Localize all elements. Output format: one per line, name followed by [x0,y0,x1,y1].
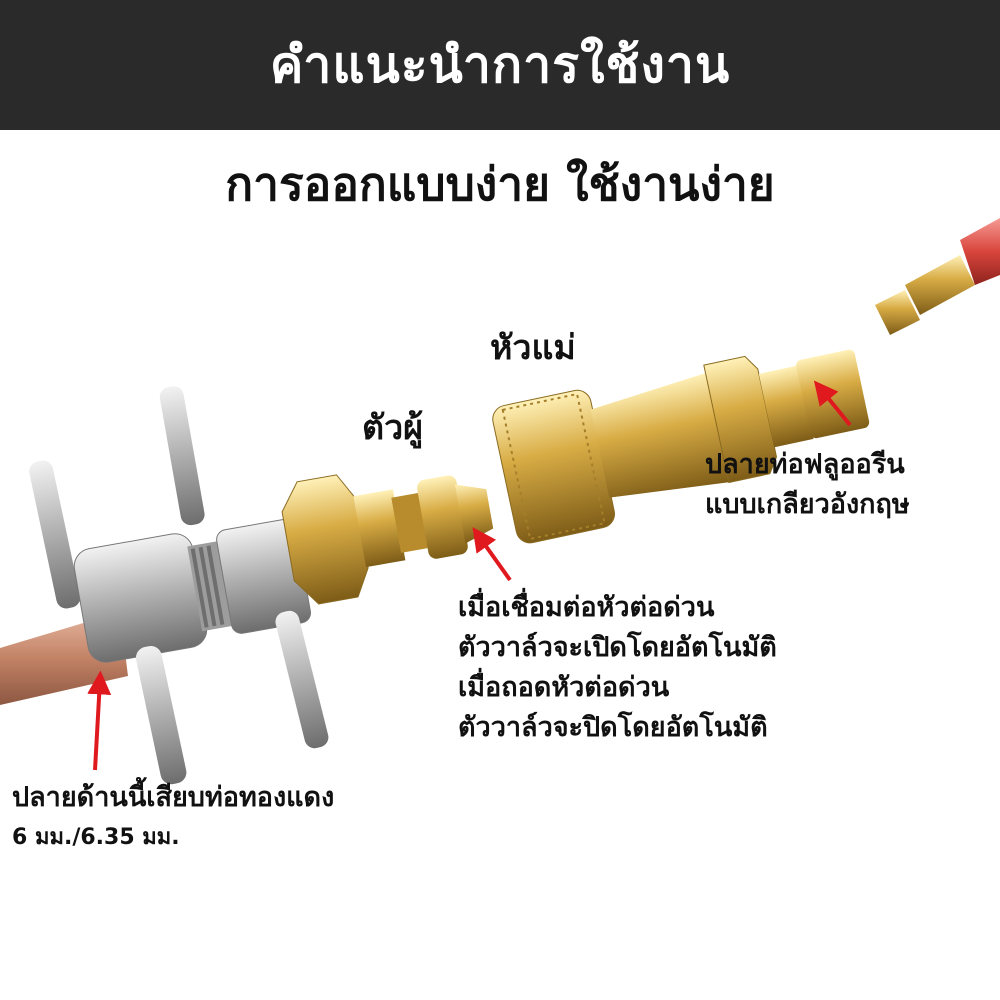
tool-handle-bottom [135,645,187,785]
valve-info-line-4: ตัววาล์วจะปิดโดยอัตโนมัติ [458,712,768,743]
arrow-copper [87,670,112,771]
copper-end-label: ปลายด้านนี้เสียบท่อทองแดง 6 มม./6.35 มม. [12,778,334,858]
tool-handle-top [159,386,205,526]
valve-info-line-3: เมื่อถอดหัวต่อด่วน [458,672,670,703]
female-head-label: หัวแม่ [490,328,576,368]
copper-end-line-1: ปลายด้านนี้เสียบท่อทองแดง [12,782,335,813]
male-fitting [281,474,494,605]
valve-info-line-2: ตัววาล์วจะเปิดโดยอัตโนมัติ [458,632,777,663]
female-coupler [492,349,870,544]
tool-handle-right [275,610,329,749]
arrow-flare [813,380,852,427]
flare-end-line-2: แบบเกลียวอังกฤษ [705,489,910,520]
page-title: คำแนะนำการใช้งาน [269,35,731,94]
tool-thread [190,545,225,628]
flare-end-line-1: ปลายท่อฟลูออรีน [705,449,905,480]
hose-assembly [875,218,1000,335]
flare-end-label: ปลายท่อฟลูออรีน แบบเกลียวอังกฤษ [705,445,910,525]
copper-end-line-2: 6 มม./6.35 มม. [12,825,180,850]
valve-tool [29,386,329,785]
tool-handle-left [29,460,81,609]
header-banner: คำแนะนำการใช้งาน [0,0,1000,130]
valve-info-line-1: เมื่อเชื่อมต่อหัวต่อด่วน [458,592,715,623]
subtitle: การออกแบบง่าย ใช้งานง่าย [225,157,775,211]
male-head-label: ตัวผู้ [362,408,424,448]
valve-info-label: เมื่อเชื่อมต่อหัวต่อด่วน ตัววาล์วจะเปิดโ… [458,588,777,748]
arrow-valve [472,527,512,582]
